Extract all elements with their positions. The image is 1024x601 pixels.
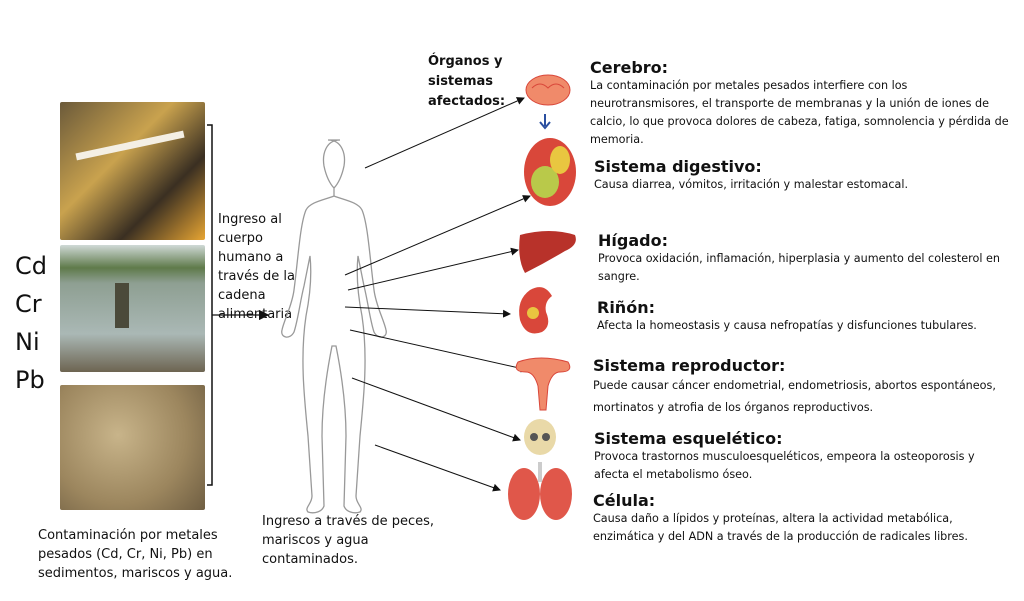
metal-ni: Ni: [15, 328, 40, 356]
arrow-cell: [374, 444, 501, 492]
organ-text: Causa daño a lípidos y proteínas, altera…: [593, 512, 968, 543]
organ-title: Hígado:: [598, 231, 668, 250]
brain-icon: [525, 74, 571, 106]
liver-icon: [519, 231, 576, 273]
arrow-liver: [347, 247, 519, 291]
bottom-caption: Ingreso a través de peces, mariscos y ag…: [262, 514, 435, 567]
organ-title: Sistema esquelético:: [594, 429, 783, 448]
organ-cell: Célula: Causa daño a lípidos y proteínas…: [593, 491, 993, 546]
left-caption: Contaminación por metales pesados (Cd, C…: [38, 528, 233, 581]
organ-text: Provoca trastornos musculoesqueléticos, …: [594, 450, 975, 481]
intake-label: Ingreso al cuerpo humano a través de la …: [218, 212, 295, 322]
skull-icon: [524, 419, 556, 455]
metal-cr: Cr: [15, 290, 42, 318]
organ-brain: Cerebro: La contaminación por metales pe…: [590, 58, 1010, 149]
organ-text: Provoca oxidación, inflamación, hiperpla…: [598, 252, 1000, 283]
organ-kidney: Riñón: Afecta la homeostasis y causa nef…: [597, 298, 1017, 335]
metal-pb: Pb: [15, 366, 45, 394]
organ-skeletal: Sistema esquelético: Provoca trastornos …: [594, 429, 984, 484]
organ-title: Sistema digestivo:: [594, 157, 762, 176]
organ-reproductive: Sistema reproductor: Puede causar cáncer…: [593, 356, 1003, 419]
river-fisherman-photo: [60, 245, 205, 372]
organs-heading: Órganos y sistemas afectados:: [428, 54, 506, 109]
sediment-sample-photo: [60, 385, 205, 510]
arrow-skeletal: [351, 377, 521, 442]
metal-cd: Cd: [15, 252, 47, 280]
digestive-system-icon: [524, 138, 576, 206]
organ-digestive: Sistema digestivo: Causa diarrea, vómito…: [594, 157, 1014, 194]
organ-text: Puede causar cáncer endometrial, endomet…: [593, 379, 996, 414]
arrow-digestive: [344, 195, 531, 276]
organ-text: Afecta la homeostasis y causa nefropatía…: [597, 319, 977, 332]
brain-down-arrow: [539, 114, 551, 130]
arrow-brain: [364, 97, 525, 169]
uterus-icon: [515, 357, 571, 411]
kidney-icon: [519, 287, 552, 334]
sampling-photo: [60, 102, 205, 240]
arrow-kidney: [344, 306, 511, 318]
organ-liver: Hígado: Provoca oxidación, inflamación, …: [598, 231, 1018, 286]
organ-title: Sistema reproductor:: [593, 356, 786, 375]
organ-text: Causa diarrea, vómitos, irritación y mal…: [594, 178, 909, 191]
lungs-icon: [508, 462, 572, 520]
bracket: [207, 124, 213, 486]
arrow-reproductive: [349, 329, 529, 373]
organ-title: Célula:: [593, 491, 656, 510]
organ-title: Riñón:: [597, 298, 655, 317]
organ-text: La contaminación por metales pesados int…: [590, 79, 1009, 146]
human-body-outline: [281, 139, 387, 514]
organ-title: Cerebro:: [590, 58, 669, 77]
